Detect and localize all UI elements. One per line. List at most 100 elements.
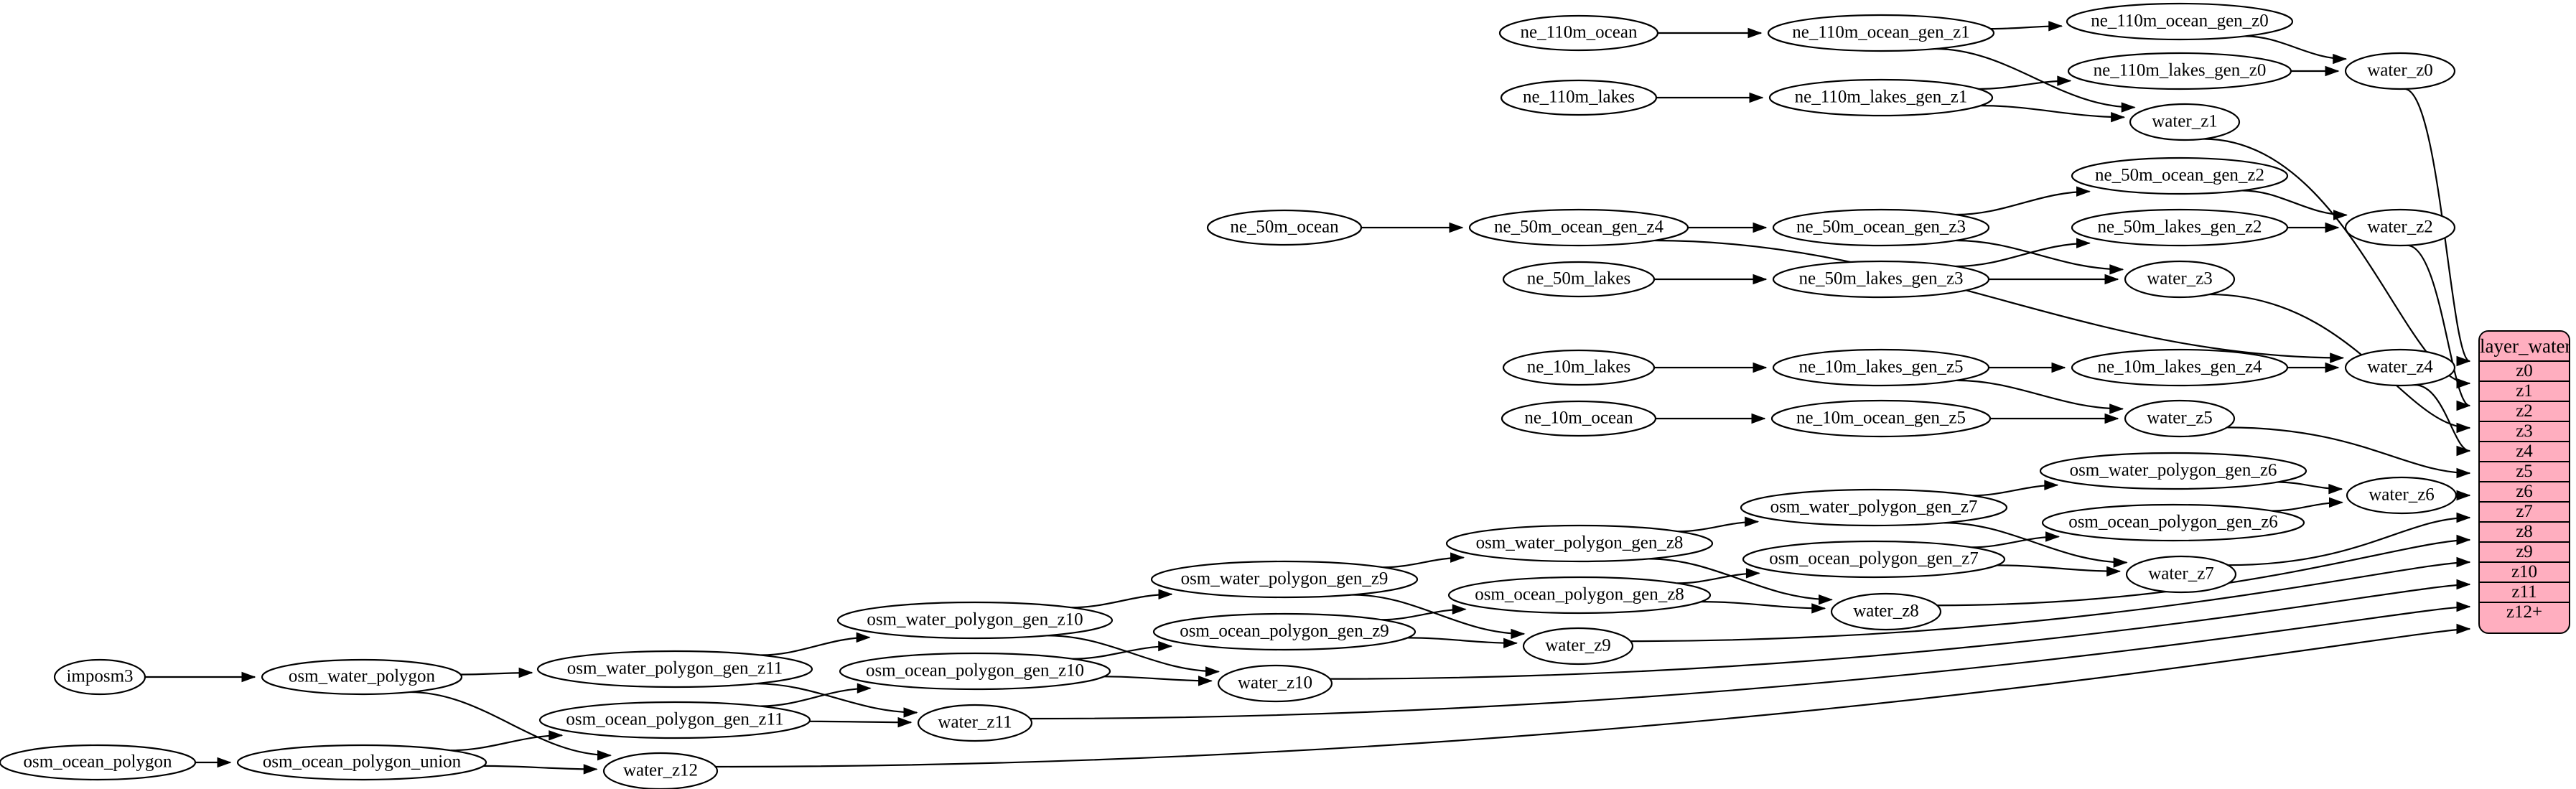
- graph-edge: [2244, 35, 2348, 65]
- graph-node-ne_110m_lakes_gen_z0[interactable]: ne_110m_lakes_gen_z0: [2067, 52, 2292, 90]
- graph-node-ne_10m_lakes_gen_z5[interactable]: ne_10m_lakes_gen_z5: [1772, 348, 1990, 387]
- graph-node-osm_ocean_polygon_gen_z10[interactable]: osm_ocean_polygon_gen_z10: [839, 652, 1111, 691]
- graph-edge: [1656, 413, 1766, 424]
- graph-edge: [1989, 274, 2119, 285]
- graph-node-osm_ocean_polygon_gen_z6[interactable]: osm_ocean_polygon_gen_z6: [2041, 503, 2305, 542]
- graph-node-osm_water_polygon_gen_z8[interactable]: osm_water_polygon_gen_z8: [1445, 524, 1714, 563]
- node-label: water_z7: [2148, 564, 2214, 584]
- graph-node-osm_water_polygon_gen_z9[interactable]: osm_water_polygon_gen_z9: [1150, 560, 1419, 599]
- node-shape: [536, 650, 813, 688]
- node-label: ne_50m_lakes_gen_z2: [2097, 218, 2262, 237]
- graph-node-water_z1[interactable]: water_z1: [2129, 103, 2241, 141]
- graph-node-ne_110m_ocean_gen_z0[interactable]: ne_110m_ocean_gen_z0: [2066, 2, 2294, 41]
- graph-node-ne_10m_ocean_gen_z5[interactable]: ne_10m_ocean_gen_z5: [1770, 399, 1992, 438]
- graph-edge: [195, 757, 232, 768]
- node-label: ne_10m_lakes_gen_z5: [1798, 358, 1963, 377]
- graph-edge: [2272, 497, 2343, 512]
- node-shape: [839, 652, 1111, 691]
- layer-water-row-z3[interactable]: z3: [2480, 422, 2569, 442]
- graph-node-osm_ocean_polygon_union[interactable]: osm_ocean_polygon_union: [236, 744, 487, 781]
- graph-edge: [1688, 222, 1768, 233]
- graph-node-water_z8[interactable]: water_z8: [1830, 592, 1942, 631]
- graph-node-ne_110m_ocean_gen_z1[interactable]: ne_110m_ocean_gen_z1: [1767, 14, 1995, 52]
- graph-node-water_z4[interactable]: water_z4: [2344, 348, 2456, 387]
- graph-node-water_z3[interactable]: water_z3: [2124, 260, 2236, 299]
- node-label: osm_water_polygon_gen_z11: [567, 659, 783, 678]
- graph-node-osm_water_polygon_gen_z6[interactable]: osm_water_polygon_gen_z6: [2039, 452, 2307, 490]
- graph-node-ne_10m_ocean[interactable]: ne_10m_ocean: [1501, 400, 1657, 437]
- layer-water-row-z8[interactable]: z8: [2480, 523, 2569, 543]
- graph-node-water_z2[interactable]: water_z2: [2344, 208, 2456, 247]
- graph-node-osm_water_polygon_gen_z7[interactable]: osm_water_polygon_gen_z7: [1740, 488, 2008, 527]
- graph-node-water_z10[interactable]: water_z10: [1217, 664, 1333, 703]
- node-label: ne_10m_lakes_gen_z4: [2097, 358, 2262, 377]
- graph-node-ne_10m_lakes[interactable]: ne_10m_lakes: [1502, 349, 1656, 386]
- node-label: osm_ocean_polygon_gen_z9: [1180, 622, 1389, 641]
- layer-water-row-z2[interactable]: z2: [2480, 402, 2569, 422]
- node-shape: [1500, 79, 1658, 116]
- graph-node-ne_110m_lakes_gen_z1[interactable]: ne_110m_lakes_gen_z1: [1768, 78, 1994, 117]
- graph-edge: [1383, 552, 1465, 569]
- graph-node-ne_50m_ocean_gen_z2[interactable]: ne_50m_ocean_gen_z2: [2071, 157, 2289, 195]
- layer-water-row-z0[interactable]: z0: [2480, 362, 2569, 382]
- graph-node-osm_water_polygon_gen_z11[interactable]: osm_water_polygon_gen_z11: [536, 650, 813, 688]
- node-shape: [2344, 52, 2456, 90]
- graph-node-water_z9[interactable]: water_z9: [1522, 627, 1634, 666]
- layer-water-row-z6[interactable]: z6: [2480, 482, 2569, 503]
- graph-node-osm_ocean_polygon_gen_z11[interactable]: osm_ocean_polygon_gen_z11: [538, 701, 811, 739]
- node-label: water_z4: [2367, 358, 2433, 377]
- layer-water-row-z11[interactable]: z11: [2480, 583, 2569, 603]
- graph-node-ne_50m_lakes_gen_z2[interactable]: ne_50m_lakes_gen_z2: [2071, 208, 2289, 247]
- graph-node-osm_ocean_polygon[interactable]: osm_ocean_polygon: [0, 744, 197, 781]
- graph-edge: [1956, 239, 2124, 275]
- graph-edge: [2291, 65, 2340, 77]
- node-shape: [2344, 208, 2456, 247]
- graph-node-ne_10m_lakes_gen_z4[interactable]: ne_10m_lakes_gen_z4: [2071, 348, 2289, 387]
- layer-water-row-z7[interactable]: z7: [2480, 503, 2569, 523]
- node-shape: [1830, 592, 1942, 631]
- graph-node-water_z11[interactable]: water_z11: [917, 704, 1033, 742]
- graph-edge: [760, 683, 872, 707]
- graph-node-ne_110m_ocean[interactable]: ne_110m_ocean: [1498, 14, 1659, 52]
- node-label: osm_ocean_polygon_gen_z6: [2068, 513, 2278, 532]
- node-shape: [1770, 399, 1992, 438]
- graph-node-osm_ocean_polygon_gen_z9[interactable]: osm_ocean_polygon_gen_z9: [1152, 612, 1417, 651]
- graph-edge: [450, 730, 564, 752]
- layer-water-row-z12+[interactable]: z12+: [2480, 603, 2569, 622]
- graph-node-ne_50m_ocean_gen_z3[interactable]: ne_50m_ocean_gen_z3: [1772, 208, 1990, 247]
- graph-node-ne_50m_ocean_gen_z4[interactable]: ne_50m_ocean_gen_z4: [1468, 208, 1689, 247]
- layer-water-row-z4[interactable]: z4: [2480, 442, 2569, 462]
- graph-node-osm_ocean_polygon_gen_z8[interactable]: osm_ocean_polygon_gen_z8: [1447, 576, 1712, 615]
- node-label: osm_water_polygon_gen_z7: [1770, 498, 1978, 517]
- node-shape: [2071, 157, 2289, 195]
- layer-water-row-z10[interactable]: z10: [2480, 563, 2569, 583]
- graph-node-water_z7[interactable]: water_z7: [2125, 555, 2237, 594]
- graph-edge: [755, 683, 918, 718]
- graph-edge: [1701, 601, 1826, 614]
- node-label: ne_50m_ocean_gen_z4: [1494, 218, 1664, 237]
- graph-edge: [1656, 92, 1764, 103]
- graph-edge: [1071, 589, 1173, 609]
- graph-node-osm_ocean_polygon_gen_z7[interactable]: osm_ocean_polygon_gen_z7: [1742, 540, 2006, 579]
- graph-node-water_z12[interactable]: water_z12: [602, 752, 719, 789]
- graph-node-water_z0[interactable]: water_z0: [2344, 52, 2456, 90]
- graph-node-ne_50m_lakes_gen_z3[interactable]: ne_50m_lakes_gen_z3: [1772, 260, 1990, 299]
- node-label: ne_110m_lakes_gen_z0: [2094, 61, 2267, 80]
- graph-node-water_z5[interactable]: water_z5: [2124, 399, 2236, 438]
- graph-edge: [1934, 47, 2136, 113]
- graph-edge: [1654, 274, 1768, 285]
- graph-node-imposm3[interactable]: imposm3: [53, 658, 146, 696]
- graph-node-ne_50m_ocean[interactable]: ne_50m_ocean: [1206, 209, 1363, 246]
- layer-water-row-z9[interactable]: z9: [2480, 543, 2569, 563]
- graph-edge: [1361, 222, 1464, 233]
- graph-node-osm_water_polygon_gen_z10[interactable]: osm_water_polygon_gen_z10: [836, 601, 1114, 640]
- graph-node-water_z6[interactable]: water_z6: [2346, 476, 2458, 515]
- graph-node-osm_water_polygon[interactable]: osm_water_polygon: [261, 658, 463, 696]
- graph-node-ne_110m_lakes[interactable]: ne_110m_lakes: [1500, 79, 1658, 116]
- graph-node-ne_50m_lakes[interactable]: ne_50m_lakes: [1502, 261, 1656, 298]
- layer-water-row-z1[interactable]: z1: [2480, 382, 2569, 402]
- graph-edge: [1103, 676, 1213, 686]
- layer-water-row-z5[interactable]: z5: [2480, 462, 2569, 482]
- node-shape: [1772, 260, 1990, 299]
